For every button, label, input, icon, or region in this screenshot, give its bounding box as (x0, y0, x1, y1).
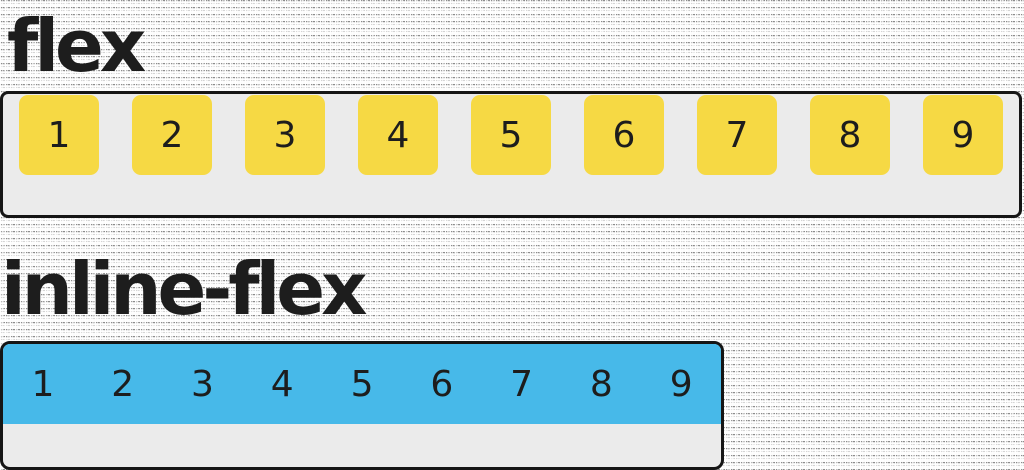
inline-flex-item-7: 7 (481, 344, 562, 424)
flex-item-3: 3 (245, 95, 325, 175)
flex-item-2: 2 (132, 95, 212, 175)
flex-title: flex (7, 4, 146, 88)
inline-flex-item-3: 3 (162, 344, 243, 424)
inline-flex-item-9: 9 (641, 344, 721, 424)
flex-item-9: 9 (923, 95, 1003, 175)
inline-flex-title: inline-flex (1, 247, 368, 331)
flex-item-1: 1 (19, 95, 99, 175)
flex-item-5: 5 (471, 95, 551, 175)
inline-flex-item-8: 8 (561, 344, 642, 424)
flex-item-7: 7 (697, 95, 777, 175)
inline-flex-item-1: 1 (3, 344, 83, 424)
inline-flex-item-5: 5 (322, 344, 402, 424)
flex-item-4: 4 (358, 95, 438, 175)
inline-flex-item-6: 6 (401, 344, 482, 424)
inline-flex-item-2: 2 (82, 344, 163, 424)
flex-item-8: 8 (810, 95, 890, 175)
flex-item-6: 6 (584, 95, 664, 175)
inline-flex-item-4: 4 (242, 344, 323, 424)
